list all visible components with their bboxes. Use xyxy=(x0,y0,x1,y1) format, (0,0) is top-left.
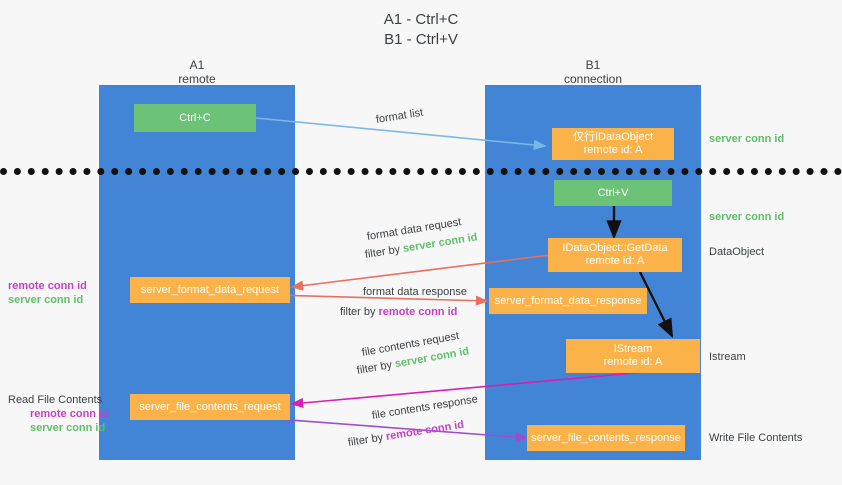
box-istream-sub: remote id: A xyxy=(603,356,663,368)
box-server-file-contents-request[interactable]: server_file_contents_request xyxy=(130,394,290,420)
box-getdata-sub: remote id: A xyxy=(585,255,645,267)
note-format-data-response: format data response xyxy=(363,285,467,299)
box-server-file-contents-response[interactable]: server_file_contents_response xyxy=(527,425,685,451)
box-server-format-data-request[interactable]: server_format_data_request xyxy=(130,277,290,303)
left-label-low-server-conn-id: server conn id xyxy=(30,422,106,434)
box-idataobject-getdata[interactable]: IDataObject::GetData remote id: A xyxy=(548,238,682,272)
page-title: A1 - Ctrl+C B1 - Ctrl+V xyxy=(0,10,842,50)
note-filter-prefix: filter by xyxy=(340,306,379,318)
box-ctrl-c-label: Ctrl+C xyxy=(179,111,211,124)
box-server-format-data-response-label: server_format_data_response xyxy=(494,294,642,307)
box-ctrl-v-label: Ctrl+V xyxy=(597,186,629,199)
box-istream[interactable]: IStream remote id: A xyxy=(566,339,700,373)
lane-b1-sub: connection xyxy=(563,72,623,86)
title-line-1: A1 - Ctrl+C xyxy=(383,11,459,28)
box-getdata-title: IDataObject::GetData xyxy=(562,242,668,254)
note-filter-prefix: filter by xyxy=(355,358,396,377)
note-filter-value-remote-conn-id: remote conn id xyxy=(385,418,465,443)
right-label-dataobject-text: DataObject xyxy=(709,246,765,258)
note-file-contents-response-filter: filter by remote conn id xyxy=(347,418,465,450)
lane-b1-name: B1 xyxy=(585,58,601,72)
left-label-read-file-contents-group: Read File Contents remote conn id server… xyxy=(8,393,109,435)
note-filter-prefix: filter by xyxy=(364,243,404,261)
left-label-mid-remote-conn-id: remote conn id xyxy=(8,280,87,292)
divider-dashed-line xyxy=(0,168,842,175)
right-label-write-file-contents: Write File Contents xyxy=(709,431,802,445)
title-line-2: B1 - Ctrl+V xyxy=(384,31,458,48)
lane-a1-sub: remote xyxy=(178,72,216,86)
box-idataobject-sub: remote id: A xyxy=(583,144,643,156)
box-idataobject-title: 仅行IDataObject xyxy=(572,131,654,143)
left-label-low-remote-conn-id: remote conn id xyxy=(30,408,109,420)
box-server-file-contents-response-label: server_file_contents_response xyxy=(531,431,681,444)
note-format-data-response-filter: filter by remote conn id xyxy=(340,305,457,319)
left-label-read-file-contents: Read File Contents xyxy=(8,394,103,406)
right-label-istream: Istream xyxy=(709,350,746,364)
right-label-server-conn-id-mid: server conn id xyxy=(709,210,784,224)
box-server-format-data-response[interactable]: server_format_data_response xyxy=(489,288,647,314)
lane-header-b1: B1 connection xyxy=(485,58,701,86)
left-label-mid-conn-ids: remote conn id server conn id xyxy=(8,279,87,307)
box-server-format-data-request-label: server_format_data_request xyxy=(140,283,280,296)
left-label-mid-server-conn-id: server conn id xyxy=(8,294,84,306)
note-format-data-response-label: format data response xyxy=(363,286,467,298)
right-label-write-file-contents-text: Write File Contents xyxy=(709,432,803,444)
lane-a1-name: A1 xyxy=(189,58,205,72)
box-idataobject[interactable]: 仅行IDataObject remote id: A xyxy=(552,128,674,160)
right-label-istream-text: Istream xyxy=(709,351,746,363)
note-filter-value-remote-conn-id: remote conn id xyxy=(378,306,458,318)
note-format-list-label: format list xyxy=(375,106,425,126)
box-ctrl-c[interactable]: Ctrl+C xyxy=(134,104,256,132)
box-istream-title: IStream xyxy=(613,343,653,355)
right-label-server-conn-id-top-text: server conn id xyxy=(709,133,785,145)
note-format-list: format list xyxy=(375,106,424,127)
note-filter-prefix: filter by xyxy=(347,431,387,449)
right-label-dataobject: DataObject xyxy=(709,245,764,259)
right-label-server-conn-id-top: server conn id xyxy=(709,132,784,146)
lane-header-a1: A1 remote xyxy=(99,58,295,86)
box-ctrl-v[interactable]: Ctrl+V xyxy=(554,180,672,206)
right-label-server-conn-id-mid-text: server conn id xyxy=(709,211,785,223)
box-server-file-contents-request-label: server_file_contents_request xyxy=(139,400,281,413)
